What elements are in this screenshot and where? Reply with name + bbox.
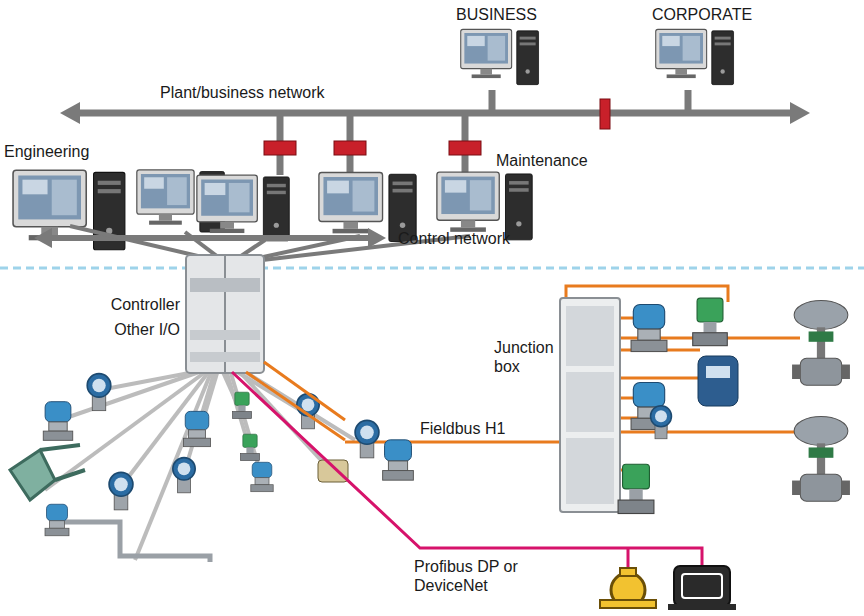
field-device	[240, 434, 259, 460]
field-device	[45, 504, 69, 536]
network-label: Plant/business network	[160, 83, 325, 102]
computer-label: BUSINESS	[456, 5, 537, 24]
fieldbus-device	[618, 298, 850, 513]
field-device	[40, 445, 85, 480]
pump-motor	[620, 568, 636, 576]
fieldbus-device	[792, 416, 850, 501]
computer	[13, 29, 734, 249]
network-drops	[489, 90, 496, 113]
controller-cabinet	[186, 255, 264, 373]
field-device	[10, 374, 348, 562]
station-label: Maintenance	[496, 151, 588, 170]
fieldbus-device	[631, 304, 667, 351]
fieldbus-cable	[620, 431, 800, 434]
field-device	[251, 462, 273, 491]
computer	[197, 175, 289, 241]
junction-box	[560, 298, 620, 512]
fieldbus-device	[792, 300, 850, 385]
fieldbus-device	[651, 406, 672, 439]
plant-network-bus	[60, 102, 810, 124]
field-device	[232, 392, 251, 418]
field-wiring	[135, 370, 212, 560]
network-drops	[685, 90, 692, 113]
field-device	[87, 374, 111, 411]
junction-box	[560, 298, 620, 512]
field-device	[173, 458, 195, 493]
field-wiring	[60, 370, 205, 420]
control-network-bus	[34, 228, 52, 248]
pump-motor	[600, 566, 736, 610]
fieldbus-cable	[620, 377, 700, 380]
controller-cabinet	[190, 278, 260, 292]
firewall	[449, 141, 481, 155]
pump-motor	[674, 566, 730, 606]
firewall	[264, 141, 296, 155]
fieldbus-device	[693, 298, 728, 346]
computer-label: CORPORATE	[652, 5, 752, 24]
field-wiring	[120, 370, 210, 488]
fieldbus-cable	[345, 441, 560, 444]
fieldbus-cable	[246, 286, 800, 470]
station-label: Engineering	[4, 142, 89, 161]
pump-motor	[668, 604, 736, 610]
junction-box	[566, 306, 614, 366]
firewall	[334, 141, 366, 155]
network-label: Control network	[398, 229, 510, 248]
profibus-cable	[627, 548, 630, 570]
level-divider	[0, 267, 864, 270]
plant-network-bus	[790, 102, 810, 124]
fieldbus-device	[698, 356, 738, 406]
field-device	[60, 522, 210, 562]
firewall	[264, 99, 610, 155]
fieldbus-device	[618, 464, 654, 513]
device-label: Junction box	[494, 338, 556, 376]
computer	[461, 29, 539, 84]
field-device	[318, 460, 348, 482]
bus-label: Profibus DP or DeviceNet	[414, 557, 540, 595]
network-drops	[280, 90, 688, 175]
profibus-cable	[232, 372, 702, 570]
computer	[656, 29, 734, 84]
pump-motor	[600, 600, 656, 608]
field-wiring	[45, 370, 355, 560]
pump-motor	[682, 574, 722, 598]
field-device	[109, 472, 133, 509]
junction-box	[566, 372, 614, 432]
fieldbus-device	[355, 420, 379, 457]
bus-label: Fieldbus H1	[420, 419, 505, 438]
field-device	[43, 402, 72, 441]
controller-cabinet	[186, 255, 264, 373]
fieldbus-device	[383, 440, 414, 480]
device-label: Controller	[96, 295, 180, 314]
junction-box	[566, 438, 614, 504]
fieldbus-device	[355, 420, 413, 480]
firewall	[600, 99, 610, 129]
field-device	[184, 411, 211, 446]
device-label: Other I/O	[96, 320, 180, 339]
profibus-cable	[232, 372, 702, 566]
field-wiring	[242, 370, 355, 440]
computer	[437, 172, 532, 240]
control-network-bus	[48, 235, 372, 241]
field-device	[10, 450, 55, 500]
fieldbus-device	[706, 366, 730, 378]
controller-cabinet	[190, 330, 260, 340]
controller-cabinet	[190, 352, 260, 362]
plant-network-bus	[60, 102, 80, 124]
